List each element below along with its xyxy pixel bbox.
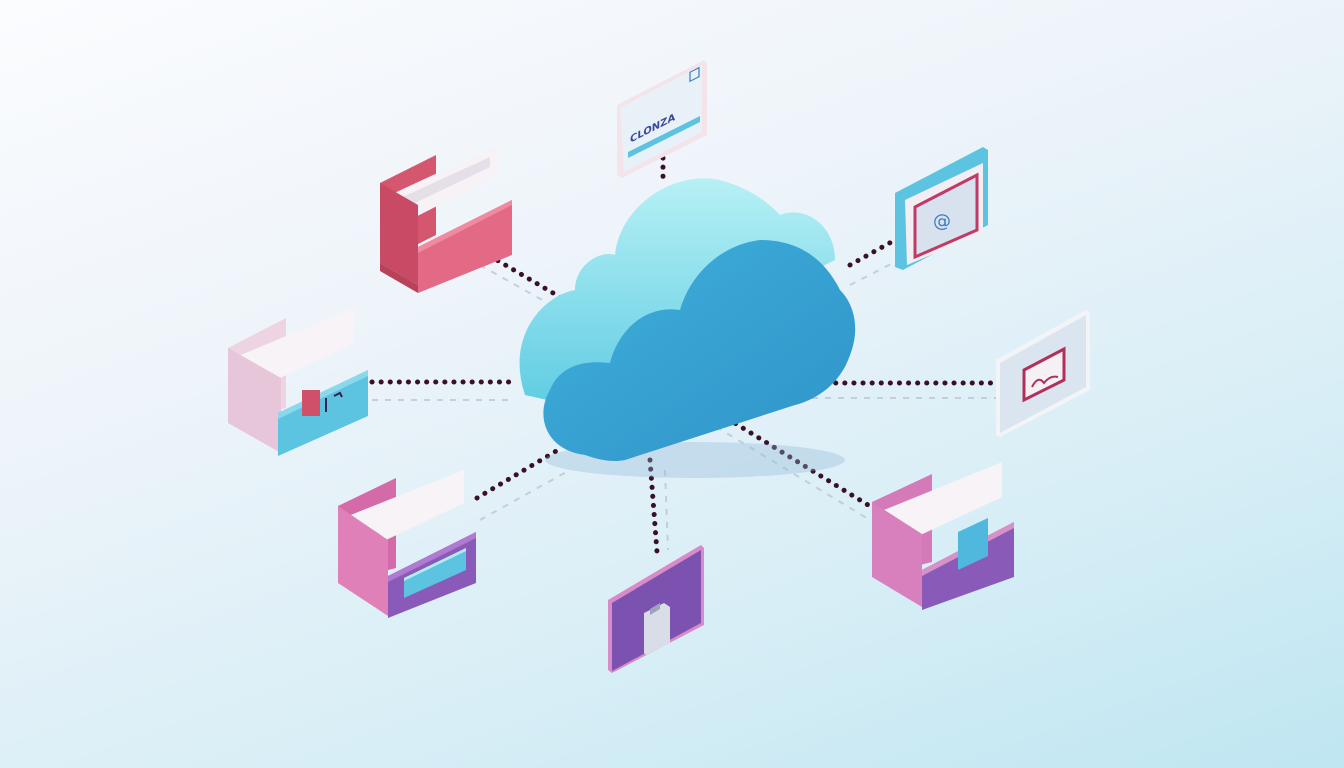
cloud-hub[interactable]: [505, 165, 865, 485]
bottom-left-file-box[interactable]: [336, 458, 481, 627]
bottom-right-file-box[interactable]: [870, 452, 1020, 616]
clipboard-icon: [644, 603, 670, 655]
document-icon: [958, 518, 988, 570]
cloud-icon: [519, 178, 856, 478]
at-sign-icon: @: [933, 211, 951, 232]
image-icon: [1022, 346, 1066, 403]
top-doc-card[interactable]: CLONZA: [612, 60, 712, 189]
sync-icon: [302, 390, 320, 416]
top-right-email-card[interactable]: @: [893, 145, 993, 279]
left-file-box[interactable]: [226, 298, 376, 462]
right-image-card[interactable]: [994, 305, 1094, 444]
bottom-clipboard-card[interactable]: [606, 545, 706, 679]
top-left-file-box[interactable]: [378, 135, 518, 299]
tag-icon: [404, 548, 466, 598]
